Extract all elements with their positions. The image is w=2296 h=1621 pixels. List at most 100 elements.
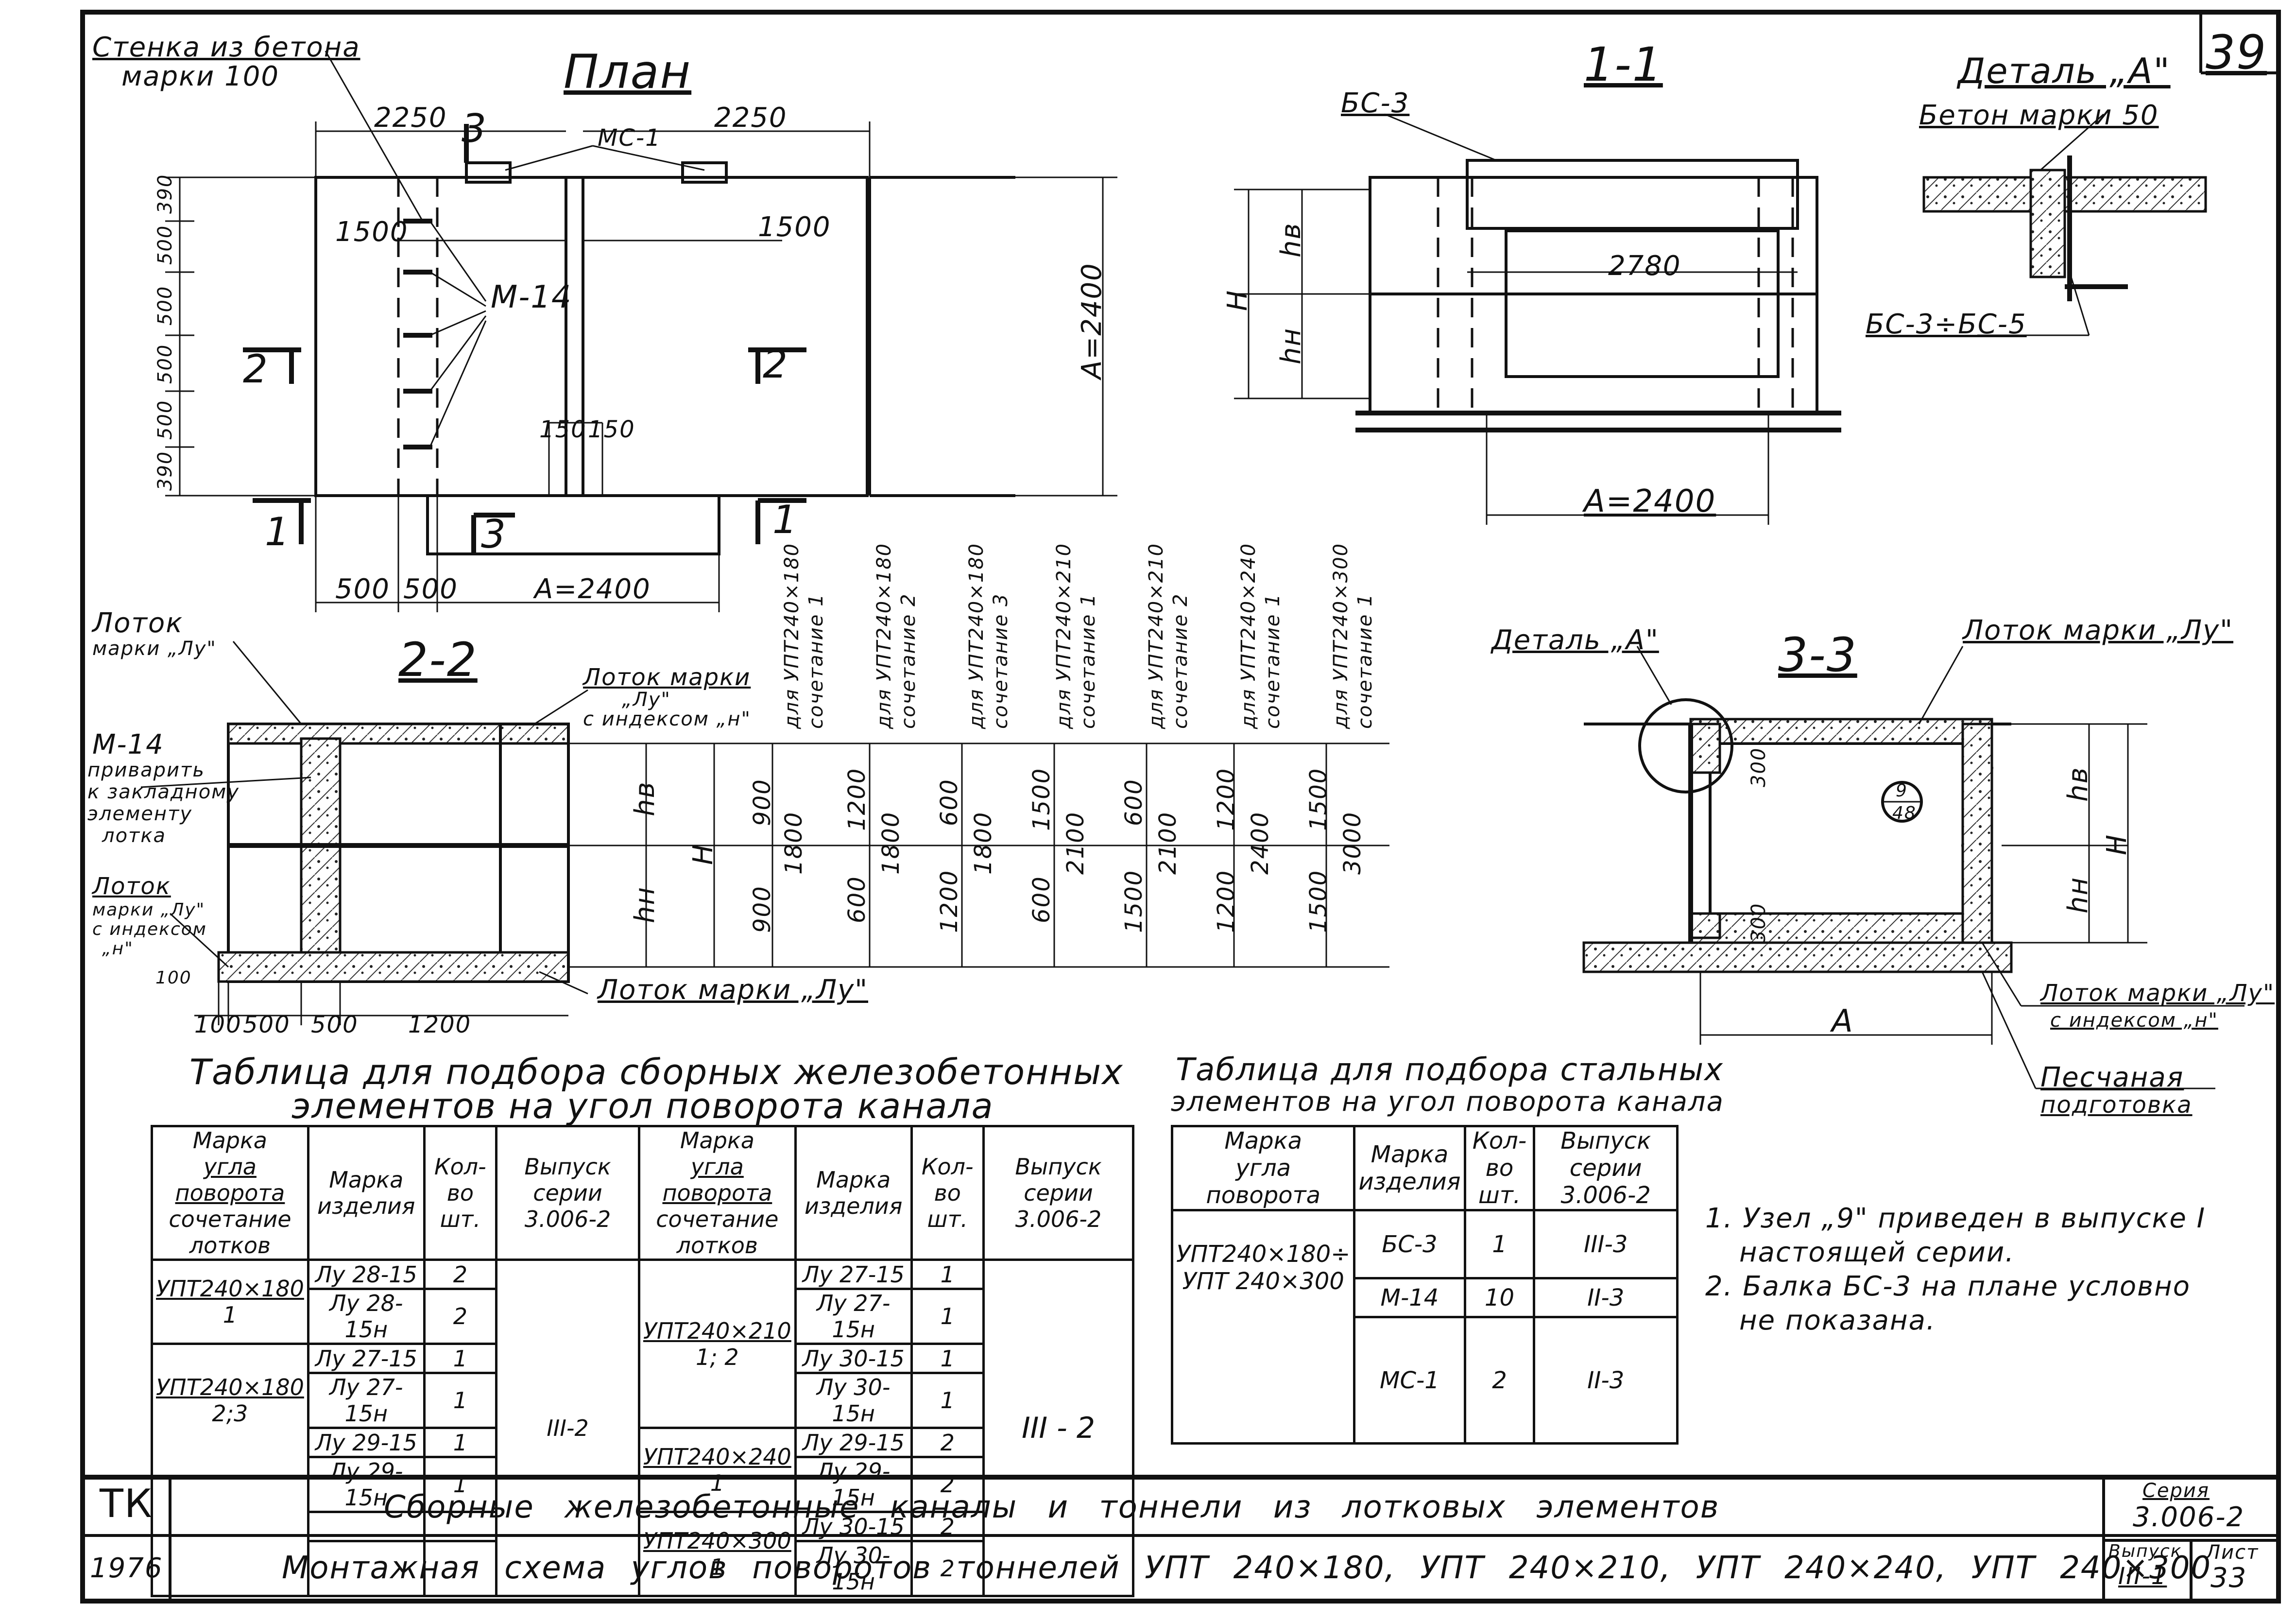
dim-bottom-100: 100 [194,1011,242,1038]
dim-bottom-500-a: 500 [243,1011,291,1038]
sand-2: подготовка [2040,1091,2193,1119]
t1-right-qty-5: 2 [910,1456,985,1513]
col4-head2: сочетание 1 [1077,593,1099,729]
plan-view [165,51,1117,612]
section-mark-2-left: 2 [243,346,269,392]
table2-title-1: Таблица для подбора стальных [1176,1052,1724,1088]
s33-tray-lu: Лоток марки „Лу" [1963,615,2234,646]
tray-n-1: Лоток [92,873,171,900]
t1-left-qty-1: 2 [423,1288,498,1345]
col6-head1: для УПТ240×240 [1237,542,1260,729]
series-value: 3.006-2 [2133,1501,2245,1533]
note-2a: 2. Балка БС-3 на плане условно [1705,1271,2191,1302]
col2-hv: 1200 [843,767,871,831]
section-3-3-title: 3-3 [1778,628,1857,682]
ms1-label: МС-1 [598,124,661,152]
t1-left-item-empty-1 [307,1511,426,1542]
sheet-value: 33 [2210,1562,2247,1594]
s33-detail-ref: Деталь „А" [1491,624,1659,656]
table-row: Лу 28-15н 2 Лу 27-15н 1 [152,1288,1133,1345]
col4-hn: 600 [1028,876,1055,923]
col3-head1: для УПТ240×180 [965,542,988,729]
col2-head1: для УПТ240×180 [873,542,895,729]
t1-left-item-1: Лу 28-15н [307,1288,426,1345]
t2-item-0: БС-3 [1353,1209,1466,1279]
t1-left-item-3: Лу 27-15н [307,1372,426,1429]
weld-4: лотка [102,825,167,847]
section-1-1-view [1234,113,1841,525]
t1-right-item-4: Лу 29-15 [794,1427,913,1458]
col2-h: 1800 [877,811,905,875]
col4-hv: 1500 [1028,767,1055,831]
t2-qty-0: 1 [1463,1209,1536,1279]
dim-2780: 2780 [1608,250,1681,282]
section-1-1-title: 1-1 [1584,37,1663,92]
col5-head1: для УПТ240×210 [1145,542,1167,729]
t1-right-qty-0: 1 [910,1259,985,1290]
s11-hv: hв [1275,222,1307,258]
table2-title-2: элементов на угол поворота канала [1171,1086,1724,1118]
plan-right-a2400: А=2400 [1076,262,1108,379]
table-row: Лу 29-15н 1 Лу 29-15н 2 [152,1456,1133,1513]
dim-150-b: 150 [588,416,635,443]
s33-dim-300-b: 300 [1748,902,1770,943]
dim-bottom-500-b: 500 [311,1011,359,1038]
table-row: МС-1 2 II-3 [1172,1316,1679,1445]
col2-head2: сочетание 2 [897,593,920,729]
t2-item-1: М-14 [1353,1277,1466,1318]
col3-h: 1800 [970,811,997,875]
s11-a2400: А=2400 [1584,483,1716,519]
t1-left-qty-0: 2 [423,1259,498,1290]
bottom-tray-label: Лоток марки „Лу" [598,974,869,1006]
col7-head1: для УПТ240×300 [1330,542,1352,729]
sheet-number: 39 [2206,25,2267,80]
t1-left-qty-empty-1 [423,1511,498,1542]
t2-qty-2: 2 [1463,1316,1536,1445]
col3-head2: сочетание 3 [990,593,1012,729]
detail-a-concrete: Бетон марки 50 [1919,100,2159,131]
section-3-3-view [1582,646,2245,1089]
note-1b: настоящей серии. [1739,1237,2015,1268]
t1-left-item-5: Лу 29-15н [307,1456,426,1513]
dim-1500-a: 1500 [335,216,409,248]
wall-label-line1: Стенка из бетона [92,32,360,63]
s33-dim-300-a: 300 [1748,747,1770,787]
t1-left-item-4: Лу 29-15 [307,1427,426,1458]
t1-right-qty-7: 2 [910,1540,985,1597]
t1-right-qty-2: 1 [910,1343,985,1374]
t1-right-item-6: Лу 30-15 [794,1511,913,1542]
issue-value: III-1 [2118,1563,2167,1590]
issue-label: Выпуск [2108,1541,2182,1561]
t2-issue-2: II-3 [1533,1316,1679,1445]
s33-tray-index-1: Лоток марки „Лу" [2040,980,2275,1007]
tray-lu-line2: марки „Лу" [92,638,217,660]
sand-1: Песчаная [2040,1062,2184,1093]
col3-hn: 1200 [936,869,963,933]
t1-right-issue: III - 2 [982,1259,1135,1597]
title-line1: Сборные железобетонные каналы и тоннели … [384,1489,1720,1525]
series-label: Серия [2142,1480,2210,1502]
dim-bottom-1200: 1200 [408,1011,472,1038]
col5-hv: 600 [1120,778,1148,826]
weld-1: приварить [87,759,205,781]
s33-h: Н [2101,833,2133,855]
tray-index-top-3: с индексом „н" [583,708,751,730]
section-2-2-title: 2-2 [398,633,478,687]
dim-150-a: 150 [539,416,587,443]
col6-hv: 1200 [1213,767,1240,831]
t1-left-qty-empty-2 [423,1540,498,1597]
section-mark-3-top: 3 [462,106,487,151]
table-row: Лу 27-15н 1 Лу 30-15н 1 [152,1372,1133,1429]
